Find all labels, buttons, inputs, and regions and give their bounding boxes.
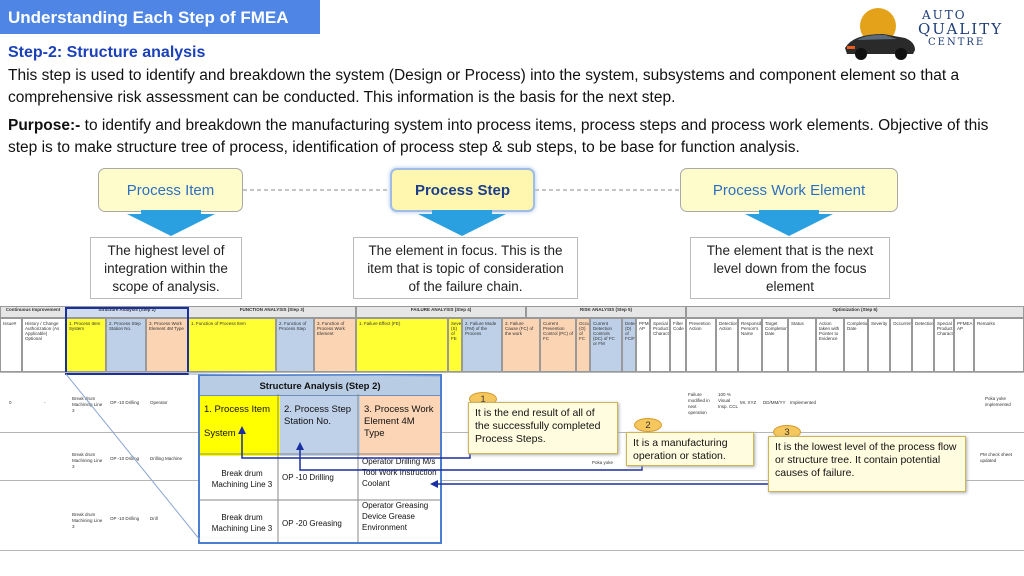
- process-work-element-box: Process Work Element: [680, 168, 898, 212]
- band-optimization: Optimization (Step 6): [686, 306, 1024, 318]
- header-failure-mode: 2. Failure Mode (FM) of the Process: [462, 318, 502, 372]
- page-banner: Understanding Each Step of FMEA: [0, 0, 320, 34]
- header-severity-2: Severity: [868, 318, 890, 372]
- structure-col-work-element: 3. Process Work Element 4M Type: [360, 396, 440, 456]
- row-divider: [0, 550, 1024, 551]
- header-detection-controls: Current Detection Controls (DC) of FC or…: [590, 318, 622, 372]
- structure-row1-item: Break drum Machining Line 3: [211, 469, 273, 489]
- structure-col1-sub: System: [204, 428, 236, 439]
- row3-item: Break drum Machining Line 3: [72, 512, 103, 529]
- structure-row2-step: OP -20 Greasing: [282, 519, 342, 528]
- header-responsible: Responsible Person's Name: [738, 318, 762, 372]
- band-function: FUNCTION ANALYSIS (Step 3): [188, 306, 356, 318]
- row1-detection-action: 100 % Visual Insp. CCL: [718, 392, 739, 409]
- band-failure: FAILURE ANALYSIS (Step 4): [356, 306, 526, 318]
- header-completion-date: Completion Date: [844, 318, 868, 372]
- band-continuous: Continuous Improvement: [0, 306, 66, 318]
- process-step-box: Process Step: [390, 168, 535, 212]
- header-severity: Severity (S) of FE: [448, 318, 462, 372]
- header-special: Special Product Characteristics: [650, 318, 670, 372]
- header-occurrence: Occurrence (O) of FC: [576, 318, 590, 372]
- down-arrow-icon: [745, 210, 833, 236]
- row2-item: Break drum Machining Line 3: [72, 452, 103, 469]
- structure-row1-step: OP -10 Drilling: [282, 473, 334, 482]
- structure-row2-elements: Operator Greasing Device Grease Environm…: [362, 501, 429, 532]
- header-detection-2: Detection: [912, 318, 934, 372]
- header-prevention-action: Prevention Action: [686, 318, 716, 372]
- logo-line-centre: CENTRE: [928, 37, 986, 48]
- callout-note-3: It is the lowest level of the process fl…: [768, 436, 966, 492]
- row1-status: Implemented: [790, 400, 817, 405]
- down-arrow-icon: [127, 210, 215, 236]
- structure-row2-item: Break drum Machining Line 3: [211, 513, 273, 533]
- step-title: Step-2: Structure analysis: [8, 44, 206, 61]
- purpose-label: Purpose:-: [8, 117, 81, 134]
- logo-line-quality: QUALITY: [918, 20, 1004, 38]
- row1-issue: 0: [9, 400, 12, 405]
- header-ap: PFMEA AP: [636, 318, 650, 372]
- process-item-box: Process Item: [98, 168, 243, 212]
- logo-line-auto: AUTO: [922, 8, 967, 22]
- header-target-date: Target Completion Date: [762, 318, 788, 372]
- row1-responsible: Mr. XYZ: [740, 400, 757, 405]
- header-action-taken: Action taken with Pointer to Evidence: [816, 318, 844, 372]
- structure-row1-elements: Operator Drilling M/s Tool Work Instruct…: [362, 457, 437, 488]
- purpose-paragraph: Purpose:- to identify and breakdown the …: [8, 115, 1018, 159]
- row1-element: Operator: [150, 400, 168, 405]
- row2-note: Poka yoke: [592, 460, 614, 465]
- header-ap-2: PFMEA AP: [954, 318, 974, 372]
- row2-element: Drilling Machine: [150, 456, 183, 461]
- callout-note-1: It is the end result of all of the succe…: [468, 402, 618, 454]
- process-step-description: The element in focus. This is the item t…: [353, 237, 578, 299]
- process-work-element-description: The element that is the next level down …: [690, 237, 890, 299]
- structure-col1-label: 1. Process Item: [204, 404, 270, 415]
- row1-item: Break drum Machining Line 3: [72, 396, 103, 413]
- header-function-item: 1. Function of Process Item: [188, 318, 276, 372]
- logo-text: AUTO QUALITY CENTRE: [918, 8, 1003, 50]
- header-function-step: 2. Function of Process Step: [276, 318, 314, 372]
- row2-remarks: PM check sheet updated: [980, 452, 1013, 463]
- header-history: History / Change Authorization (As Appli…: [22, 318, 66, 372]
- row-divider: [0, 372, 1024, 373]
- header-filter: Filter Code: [670, 318, 686, 372]
- car-logo-icon: [845, 8, 915, 60]
- row3-step: OP -10 Drilling: [110, 516, 140, 521]
- header-detection-action: Detection Action: [716, 318, 738, 372]
- down-arrow-icon: [418, 210, 506, 236]
- header-status: Status: [788, 318, 816, 372]
- intro-paragraph: This step is used to identify and breakd…: [8, 67, 960, 106]
- header-prevention: Current Prevention Control (PC) of FC: [540, 318, 576, 372]
- header-detection: Detection (D) of FC/FM: [622, 318, 636, 372]
- row1-history: -: [44, 400, 46, 405]
- header-failure-effect: 1. Failure Effect (FE): [356, 318, 448, 372]
- header-issue: Issue#: [0, 318, 22, 372]
- header-failure-cause: 3. Failure Cause (FC) of the work: [502, 318, 540, 372]
- header-process-step: 2. Process Step Station No.: [106, 318, 146, 372]
- row1-step: OP -10 Drilling: [110, 400, 140, 405]
- header-occurrence-2: Occurrence: [890, 318, 912, 372]
- callout-badge-2: 2: [634, 418, 662, 432]
- structure-col-process-item: 1. Process Item System: [200, 396, 280, 456]
- structure-analysis-zoom-box: Structure Analysis (Step 2) 1. Process I…: [198, 374, 442, 544]
- callout-note-2: It is a manufacturing operation or stati…: [626, 432, 754, 466]
- process-item-description: The highest level of integration within …: [90, 237, 242, 299]
- band-risk: RISK ANALYSIS (Step 5): [526, 306, 686, 318]
- band-structure: Structure Analysis (Step 2): [66, 306, 188, 318]
- row2-step: OP -10 Drilling: [110, 456, 140, 461]
- structure-col-process-step: 2. Process Step Station No.: [280, 396, 360, 456]
- header-function-element: 3. Function of Process Work Element: [314, 318, 356, 372]
- row1-remarks: Poka yoke implemented: [985, 396, 1011, 407]
- header-remarks: Remarks: [974, 318, 1024, 372]
- row1-target-date: DD/MM/YY: [763, 400, 786, 405]
- row1-prevention-action: Failure modified in next operation: [688, 392, 710, 415]
- row3-element: Drill: [150, 516, 158, 521]
- header-work-element: 3. Process Work Element 4M Type: [146, 318, 188, 372]
- header-process-item: 1. Process Item System: [66, 318, 106, 372]
- structure-box-title: Structure Analysis (Step 2): [200, 376, 440, 396]
- purpose-text: to identify and breakdown the manufactur…: [8, 117, 989, 156]
- header-special-2: Special Product Characteristics: [934, 318, 954, 372]
